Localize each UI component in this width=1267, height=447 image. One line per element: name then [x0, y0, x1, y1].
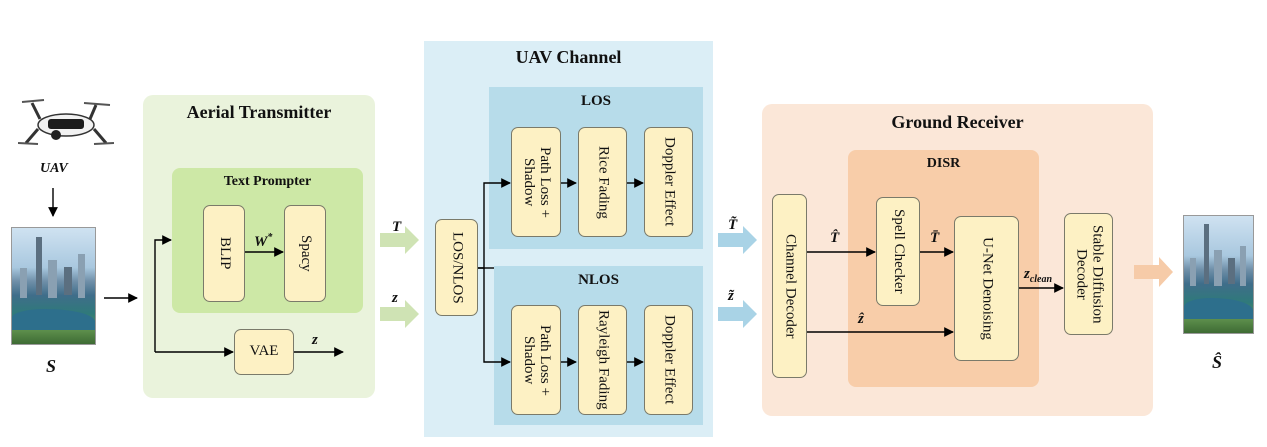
output-fat-arrow — [1134, 257, 1173, 287]
los-nlos-block: LOS/NLOS — [435, 219, 478, 316]
t-hat-label: T̂ — [830, 230, 840, 246]
rice-fading-label: Rice Fading — [595, 145, 612, 219]
vae-block: VAE — [234, 329, 294, 375]
blip-label: BLIP — [216, 237, 233, 270]
spell-checker-label: Spell Checker — [890, 209, 907, 294]
los-path-loss-block: Path Loss + Shadow — [511, 127, 561, 237]
z-clean-label: zclean — [1024, 266, 1053, 285]
nlos-doppler-label: Doppler Effect — [661, 315, 678, 405]
text-prompter-title: Text Prompter — [223, 174, 312, 189]
disr-title: DISR — [926, 156, 961, 171]
vae-z-label: z — [312, 332, 318, 348]
split-to-nlos-arrow — [483, 268, 511, 367]
channel-decoder-label: Channel Decoder — [782, 233, 799, 339]
unet-denoising-block: U-Net Denoising — [954, 216, 1019, 361]
z-hat-label: ẑ — [858, 311, 864, 327]
unet-denoising-label: U-Net Denoising — [979, 237, 996, 340]
nlos-path-loss-label: Path Loss + Shadow — [521, 324, 553, 396]
nlos-path-loss-block: Path Loss + Shadow — [511, 305, 561, 415]
nlos-doppler-block: Doppler Effect — [644, 305, 693, 415]
image-to-blip-arrow — [154, 235, 172, 352]
stable-diffusion-decoder-block: Stable Diffusion Decoder — [1064, 213, 1113, 335]
drone-icon — [18, 97, 114, 157]
t-fat-arrow — [380, 226, 419, 254]
vae-label: VAE — [249, 343, 279, 360]
source-label: S — [46, 356, 57, 376]
los-doppler-block: Doppler Effect — [644, 127, 693, 237]
z-fat-arrow — [380, 300, 419, 328]
ground-receiver-title: Ground Receiver — [891, 112, 1024, 132]
z-tilde-fat-arrow — [718, 300, 757, 328]
t-tilde-label: T̃ — [728, 217, 738, 233]
w-star-label: W* — [254, 232, 273, 250]
source-city-image — [11, 227, 96, 345]
los-doppler-label: Doppler Effect — [661, 137, 678, 227]
blip-block: BLIP — [203, 205, 245, 302]
z-tilde-label: z̃ — [728, 288, 734, 304]
green-fat-arrows — [380, 226, 419, 328]
los-path-loss-label: Path Loss + Shadow — [521, 146, 553, 218]
t-tilde-fat-arrow — [718, 226, 757, 254]
split-to-los-arrow — [478, 178, 511, 269]
spacy-label: Spacy — [297, 235, 314, 272]
t-input-label: T — [392, 219, 402, 235]
z-input-label: z — [392, 290, 398, 306]
spell-checker-block: Spell Checker — [876, 197, 920, 306]
rayleigh-fading-block: Rayleigh Fading — [578, 305, 627, 415]
channel-decoder-block: Channel Decoder — [772, 194, 807, 378]
spacy-block: Spacy — [284, 205, 326, 302]
blue-fat-arrows — [718, 226, 757, 328]
nlos-title: NLOS — [578, 272, 619, 288]
los-nlos-label: LOS/NLOS — [449, 231, 466, 304]
uav-channel-title: UAV Channel — [515, 47, 622, 67]
output-label: Ŝ — [1212, 352, 1223, 372]
stable-diffusion-decoder-label: Stable Diffusion Decoder — [1073, 224, 1106, 324]
rice-fading-block: Rice Fading — [578, 127, 627, 237]
aerial-transmitter-title: Aerial Transmitter — [186, 102, 332, 122]
t-bar-label: T̄ — [930, 230, 940, 246]
uav-label: UAV — [40, 161, 68, 176]
los-title: LOS — [580, 93, 611, 109]
output-city-image — [1183, 215, 1254, 334]
rayleigh-fading-label: Rayleigh Fading — [595, 310, 612, 410]
